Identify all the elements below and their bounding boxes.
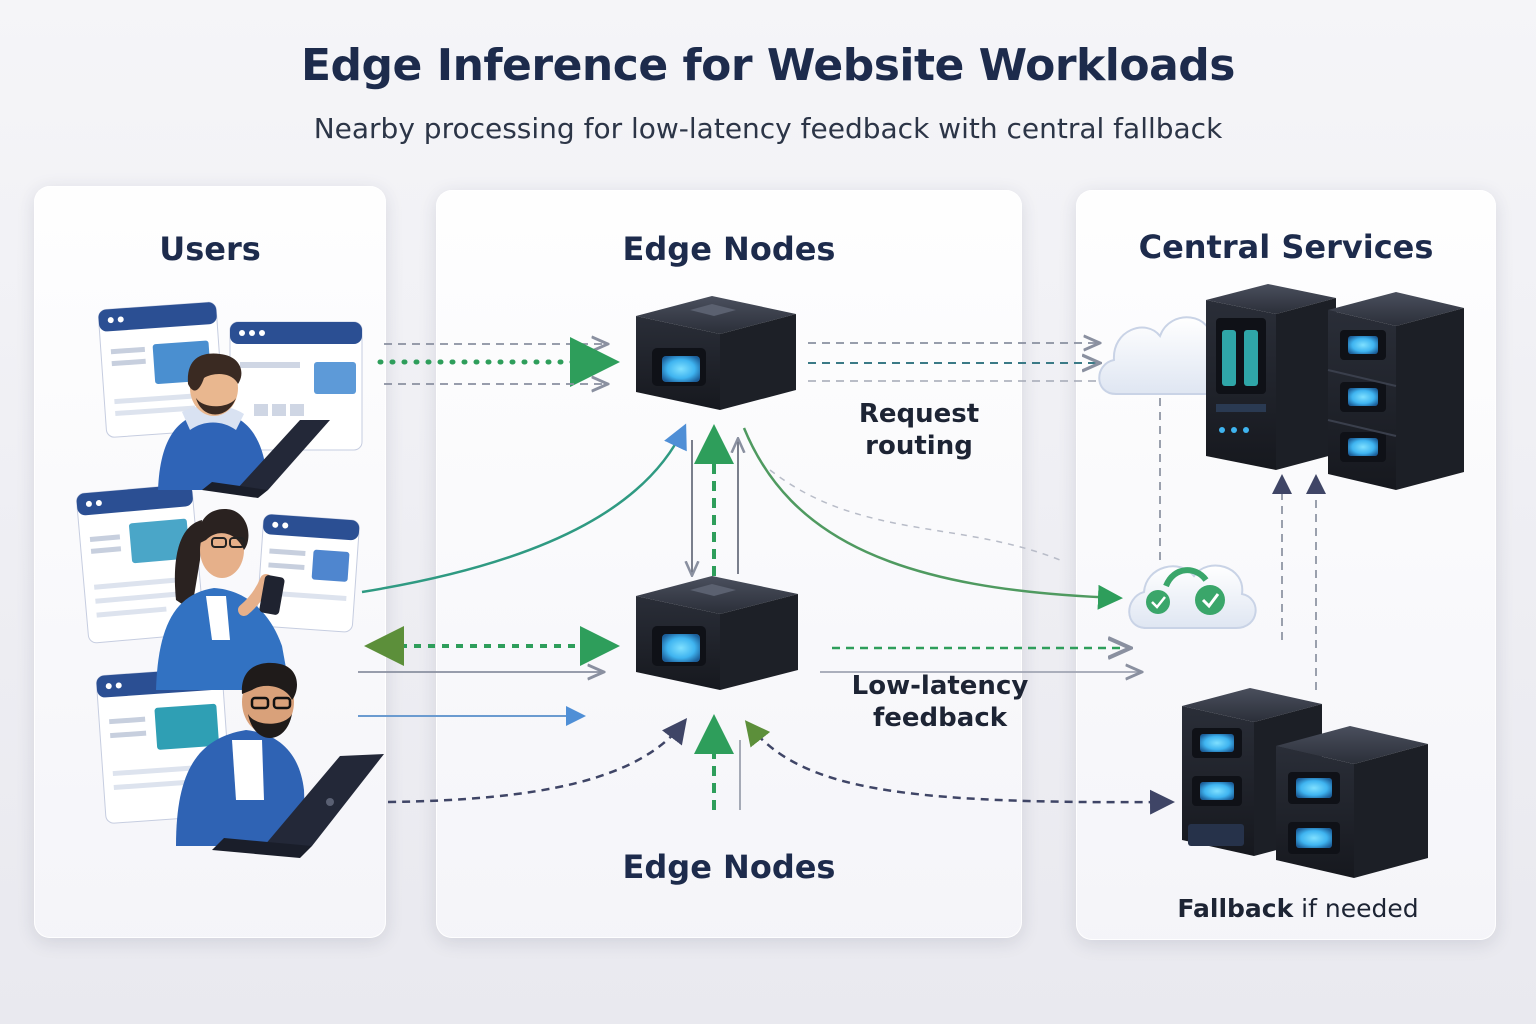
smartphone-icon (259, 575, 285, 615)
server-rack-icon (1327, 292, 1464, 490)
low-latency-feedback-label: Low-latency feedback (850, 670, 1030, 734)
edge-nodes-footer-heading: Edge Nodes (622, 848, 836, 886)
arrow-curve-edge-to-fallback (744, 720, 1175, 815)
users-heading: Users (159, 230, 261, 268)
fallback-label-rest: if needed (1293, 894, 1419, 923)
user-person-1 (158, 353, 266, 490)
check-icon (1146, 590, 1170, 614)
diagram-subtitle: Nearby processing for low-latency feedba… (313, 112, 1223, 145)
fallback-label-strong: Fallback (1177, 894, 1294, 923)
edge-server-icon (636, 576, 798, 690)
fallback-label: Fallback if needed (1160, 894, 1436, 923)
central-services-heading: Central Services (1138, 228, 1434, 266)
request-routing-line2: routing (865, 431, 973, 461)
arrow-curve-users-to-edge-bottom (387, 718, 688, 804)
low-latency-line2: feedback (872, 703, 1008, 733)
user-person-2 (156, 509, 290, 690)
laptop-icon (212, 754, 384, 858)
edge-server-icon (636, 296, 796, 410)
browser-window-icon (76, 484, 205, 644)
laptop-icon (202, 420, 330, 498)
diagram-title: Edge Inference for Website Workloads (301, 40, 1236, 91)
request-routing-label: Request routing (848, 398, 990, 462)
low-latency-line1: Low-latency (851, 671, 1029, 701)
arrow-curve-users-to-edge (361, 423, 687, 594)
browser-window-icon (98, 301, 225, 438)
server-rack-icon (1206, 284, 1336, 470)
check-icon (1195, 585, 1225, 615)
browser-window-icon (256, 514, 360, 633)
arrow-curve-faint (769, 469, 1061, 561)
edge-nodes-heading: Edge Nodes (622, 230, 836, 268)
user-person-3 (176, 662, 306, 846)
request-routing-line1: Request (858, 399, 980, 429)
arrow-curve-edge-to-central (742, 427, 1123, 610)
server-rack-icon (1276, 726, 1428, 878)
